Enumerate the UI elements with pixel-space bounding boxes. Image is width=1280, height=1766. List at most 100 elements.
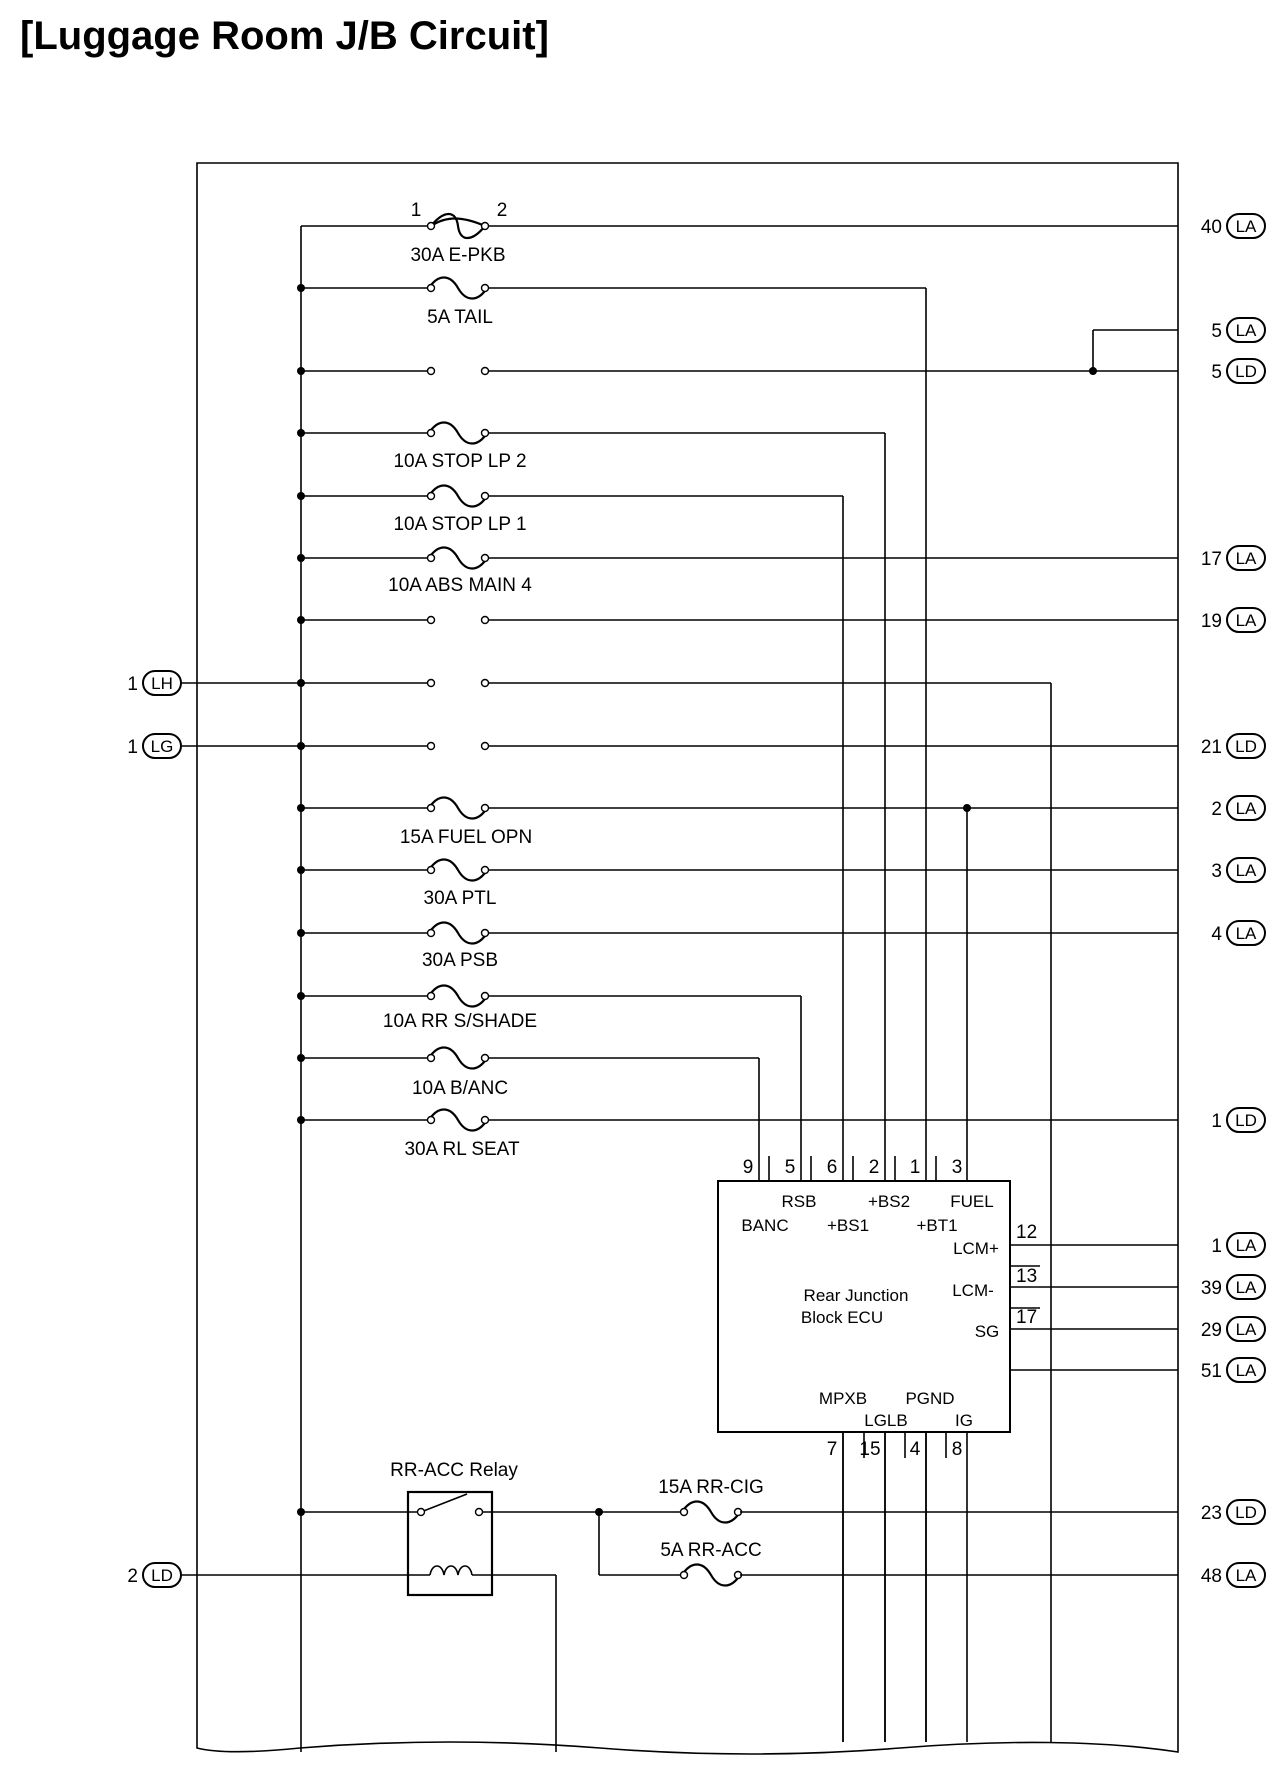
svg-text:LA: LA — [1236, 924, 1257, 943]
circuit-lg-input — [182, 741, 1178, 751]
circuit-rr-sshade: 10A RR S/SHADE — [297, 984, 802, 1181]
page-title: [Luggage Room J/B Circuit] — [20, 14, 549, 58]
ecu-pin-pgnd-num: 4 — [910, 1439, 921, 1460]
ecu-pin-rsb-num: 5 — [785, 1157, 796, 1178]
fuse-epkb-pin-right: 2 — [497, 200, 508, 221]
connector-4-la: 4 LA — [1211, 920, 1266, 946]
fuse-stop-lp-2-label: 10A STOP LP 2 — [393, 451, 526, 472]
ecu-pin-sg-num: 17 — [1016, 1307, 1037, 1328]
junction-block-frame — [196, 162, 1179, 1755]
svg-text:51: 51 — [1201, 1361, 1222, 1382]
svg-text:LA: LA — [1236, 861, 1257, 880]
svg-text:3: 3 — [1211, 861, 1222, 882]
svg-text:LD: LD — [151, 1566, 173, 1585]
svg-text:LA: LA — [1236, 1236, 1257, 1255]
svg-text:39: 39 — [1201, 1278, 1222, 1299]
ecu-pin-fuel-name: FUEL — [950, 1192, 993, 1211]
ecu-pin-ig-num: 8 — [952, 1439, 963, 1460]
connector-1-la: 1 LA — [1211, 1232, 1266, 1258]
fuse-ptl-label: 30A PTL — [424, 888, 497, 909]
svg-text:LH: LH — [151, 674, 173, 693]
ecu-name-line2: Block ECU — [801, 1308, 883, 1327]
fuse-epkb-pin-left: 1 — [411, 200, 422, 221]
ecu-pin-fuel-num: 3 — [952, 1157, 963, 1178]
ecu-pin-lcm-minus-name: LCM- — [952, 1281, 994, 1300]
connector-40-la: 40 LA — [1201, 213, 1266, 239]
circuit-stop-lp-2: 10A STOP LP 2 — [297, 421, 886, 1742]
ecu-pin-bt1-name: +BT1 — [916, 1216, 957, 1235]
circuit-banc: 10A B/ANC — [297, 1046, 760, 1181]
fuse-tail-label: 5A TAIL — [427, 307, 493, 328]
svg-text:5: 5 — [1211, 321, 1222, 342]
circuit-empty-slot-2 — [297, 615, 1178, 625]
svg-text:40: 40 — [1201, 217, 1222, 238]
ecu-pin-ig-name: IG — [955, 1411, 973, 1430]
ecu-pin-lcm-plus-name: LCM+ — [953, 1239, 999, 1258]
fuse-psb-label: 30A PSB — [422, 950, 498, 971]
ecu-pin-mpxb-name: MPXB — [819, 1389, 867, 1408]
connector-51-la: 51 LA — [1201, 1357, 1266, 1383]
circuit-rl-seat: 30A RL SEAT — [297, 1108, 1178, 1160]
connector-1-lg: 1 LG — [127, 733, 182, 759]
connector-21-ld: 21 LD — [1201, 733, 1266, 759]
rear-junction-block-ecu: 9 5 6 2 1 3 BANC RSB +BS1 +BS2 +BT1 FUEL… — [717, 1157, 1037, 1460]
svg-text:1: 1 — [1211, 1236, 1222, 1257]
svg-text:LA: LA — [1236, 217, 1257, 236]
ecu-pin-lglb-name: LGLB — [864, 1411, 907, 1430]
svg-text:17: 17 — [1201, 549, 1222, 570]
fuse-banc-label: 10A B/ANC — [412, 1078, 508, 1099]
svg-text:LA: LA — [1236, 321, 1257, 340]
svg-text:1: 1 — [127, 737, 138, 758]
ecu-pin-sg-name: SG — [975, 1322, 1000, 1341]
connector-3-la: 3 LA — [1211, 857, 1266, 883]
connector-2-ld: 2 LD — [127, 1562, 182, 1588]
fuse-rr-cig-label: 15A RR-CIG — [658, 1477, 764, 1498]
circuit-rr-cig: 15A RR-CIG — [595, 1477, 1178, 1524]
svg-text:LD: LD — [1235, 737, 1257, 756]
circuit-epkb: 1 2 30A E-PKB — [301, 200, 1178, 266]
svg-text:2: 2 — [127, 1566, 138, 1587]
circuit-ptl: 30A PTL — [297, 858, 1178, 909]
ecu-top-pin-dividers — [768, 1156, 937, 1181]
ecu-pin-banc-name: BANC — [741, 1216, 788, 1235]
svg-text:21: 21 — [1201, 737, 1222, 758]
svg-text:LA: LA — [1236, 1361, 1257, 1380]
svg-text:LD: LD — [1235, 1503, 1257, 1522]
circuit-tail: 5A TAIL — [297, 276, 927, 1742]
svg-text:LG: LG — [151, 737, 174, 756]
fuse-rr-acc-label: 5A RR-ACC — [660, 1540, 761, 1561]
svg-text:23: 23 — [1201, 1503, 1222, 1524]
circuit-empty-slot-1 — [297, 329, 1178, 376]
svg-text:LA: LA — [1236, 611, 1257, 630]
ecu-name-line1: Rear Junction — [804, 1286, 909, 1305]
ecu-pin-bs1-name: +BS1 — [827, 1216, 869, 1235]
ecu-pin-lcm-minus-num: 13 — [1016, 1266, 1037, 1287]
connector-39-la: 39 LA — [1201, 1274, 1266, 1300]
circuit-abs-main-4: 10A ABS MAIN 4 — [297, 546, 1178, 596]
fuse-rl-seat-label: 30A RL SEAT — [404, 1139, 520, 1160]
ecu-pin-lglb-num: 15 — [859, 1439, 880, 1460]
ecu-pin-banc-num: 9 — [743, 1157, 754, 1178]
ecu-pin-bs1-num: 6 — [827, 1157, 838, 1178]
fuse-fuel-opn-label: 15A FUEL OPN — [400, 827, 532, 848]
svg-text:LA: LA — [1236, 1278, 1257, 1297]
ecu-pin-bs2-name: +BS2 — [868, 1192, 910, 1211]
ecu-right-outputs — [1010, 1244, 1178, 1371]
fuse-stop-lp-1-label: 10A STOP LP 1 — [393, 514, 526, 535]
svg-text:4: 4 — [1211, 924, 1222, 945]
ecu-pin-lcm-plus-num: 12 — [1016, 1222, 1037, 1243]
svg-text:29: 29 — [1201, 1320, 1222, 1341]
ecu-pin-bs2-num: 2 — [869, 1157, 880, 1178]
svg-text:LD: LD — [1235, 362, 1257, 381]
rr-acc-relay: RR-ACC Relay — [182, 1460, 599, 1752]
svg-text:LA: LA — [1236, 1566, 1257, 1585]
fuse-rr-sshade-label: 10A RR S/SHADE — [383, 1011, 537, 1032]
